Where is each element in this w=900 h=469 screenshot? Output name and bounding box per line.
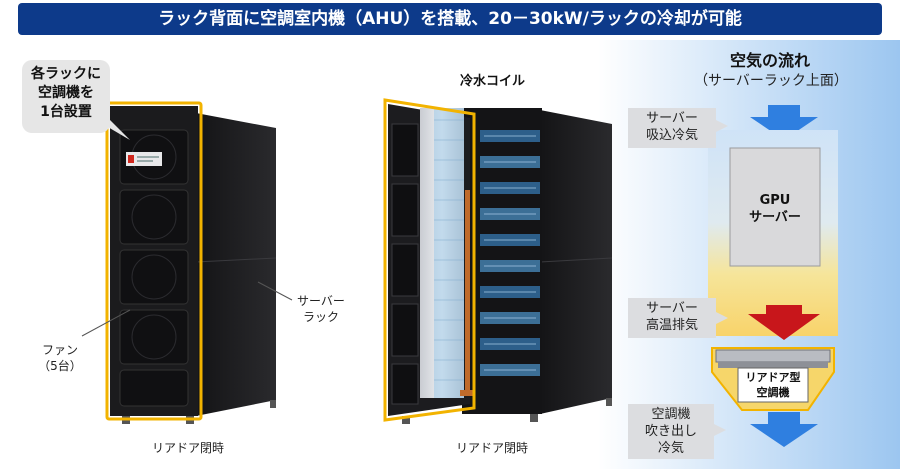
bubble-line-1: 各ラックに <box>31 66 101 82</box>
ahu-label: リアドア型 空調機 <box>738 370 808 400</box>
left-rack <box>81 101 293 424</box>
intake-arrow <box>750 105 818 140</box>
outlet-callout: 空調機 吹き出し 冷気 <box>628 404 714 459</box>
airflow-title: 空気の流れ <box>729 51 810 70</box>
gpu-line-1: GPU <box>759 193 791 208</box>
outlet-line-3: 冷気 <box>657 441 684 456</box>
gpu-server-label: GPU サーバー <box>730 192 820 226</box>
airflow-subtitle: （サーバーラック上面） <box>694 73 848 89</box>
gpu-line-2: サーバー <box>749 210 801 225</box>
left-rack-control-panel <box>126 152 162 166</box>
one-ahu-per-rack-bubble: 各ラックに 空調機を 1台設置 <box>22 60 110 133</box>
middle-rack-highlight <box>383 98 476 422</box>
server-rack-leader-line <box>257 281 293 301</box>
outlet-line-2: 吹き出し <box>644 424 697 439</box>
exhaust-arrow <box>748 305 820 340</box>
intake-line-1: サーバー <box>646 111 698 126</box>
server-rack-label: サーバー ラック <box>290 293 352 325</box>
airflow-diagram <box>708 105 838 447</box>
fan-label: ファン （5台） <box>30 342 90 374</box>
fan-label-line-2: （5台） <box>38 359 82 373</box>
bubble-line-2: 空調機を <box>38 85 94 101</box>
ahu-unit-box <box>737 367 809 403</box>
left-rack-caption: リアドア閉時 <box>151 441 224 455</box>
bubble-line-3: 1台設置 <box>40 104 92 120</box>
chilled-water-coil-label: 冷水コイル <box>460 74 526 89</box>
ahu-line-1: リアドア型 <box>745 371 801 384</box>
fan-leader-line <box>81 309 131 337</box>
outlet-line-1: 空調機 <box>651 407 691 422</box>
fan-label-line-1: ファン <box>41 343 78 357</box>
intake-callout: サーバー 吸込冷気 <box>628 108 716 148</box>
ahu-line-2: 空調機 <box>756 386 790 399</box>
exhaust-line-1: サーバー <box>646 301 698 316</box>
exhaust-line-2: 高温排気 <box>645 318 698 333</box>
title-banner: ラック背面に空調室内機（AHU）を搭載、20－30kW/ラックの冷却が可能 <box>18 3 882 35</box>
server-rack-label-line-2: ラック <box>302 310 339 324</box>
gpu-server-box <box>729 147 821 267</box>
middle-rack-side-panel <box>540 110 612 414</box>
exhaust-callout: サーバー 高温排気 <box>628 298 716 338</box>
intake-line-2: 吸込冷気 <box>645 128 698 143</box>
left-rack-highlight <box>105 101 203 421</box>
outlet-arrow <box>750 412 818 447</box>
server-rack-label-line-1: サーバー <box>297 294 345 308</box>
middle-rack-caption: リアドア閉時 <box>455 441 528 455</box>
left-rack-side-panel <box>196 113 276 416</box>
middle-rack <box>383 98 613 424</box>
